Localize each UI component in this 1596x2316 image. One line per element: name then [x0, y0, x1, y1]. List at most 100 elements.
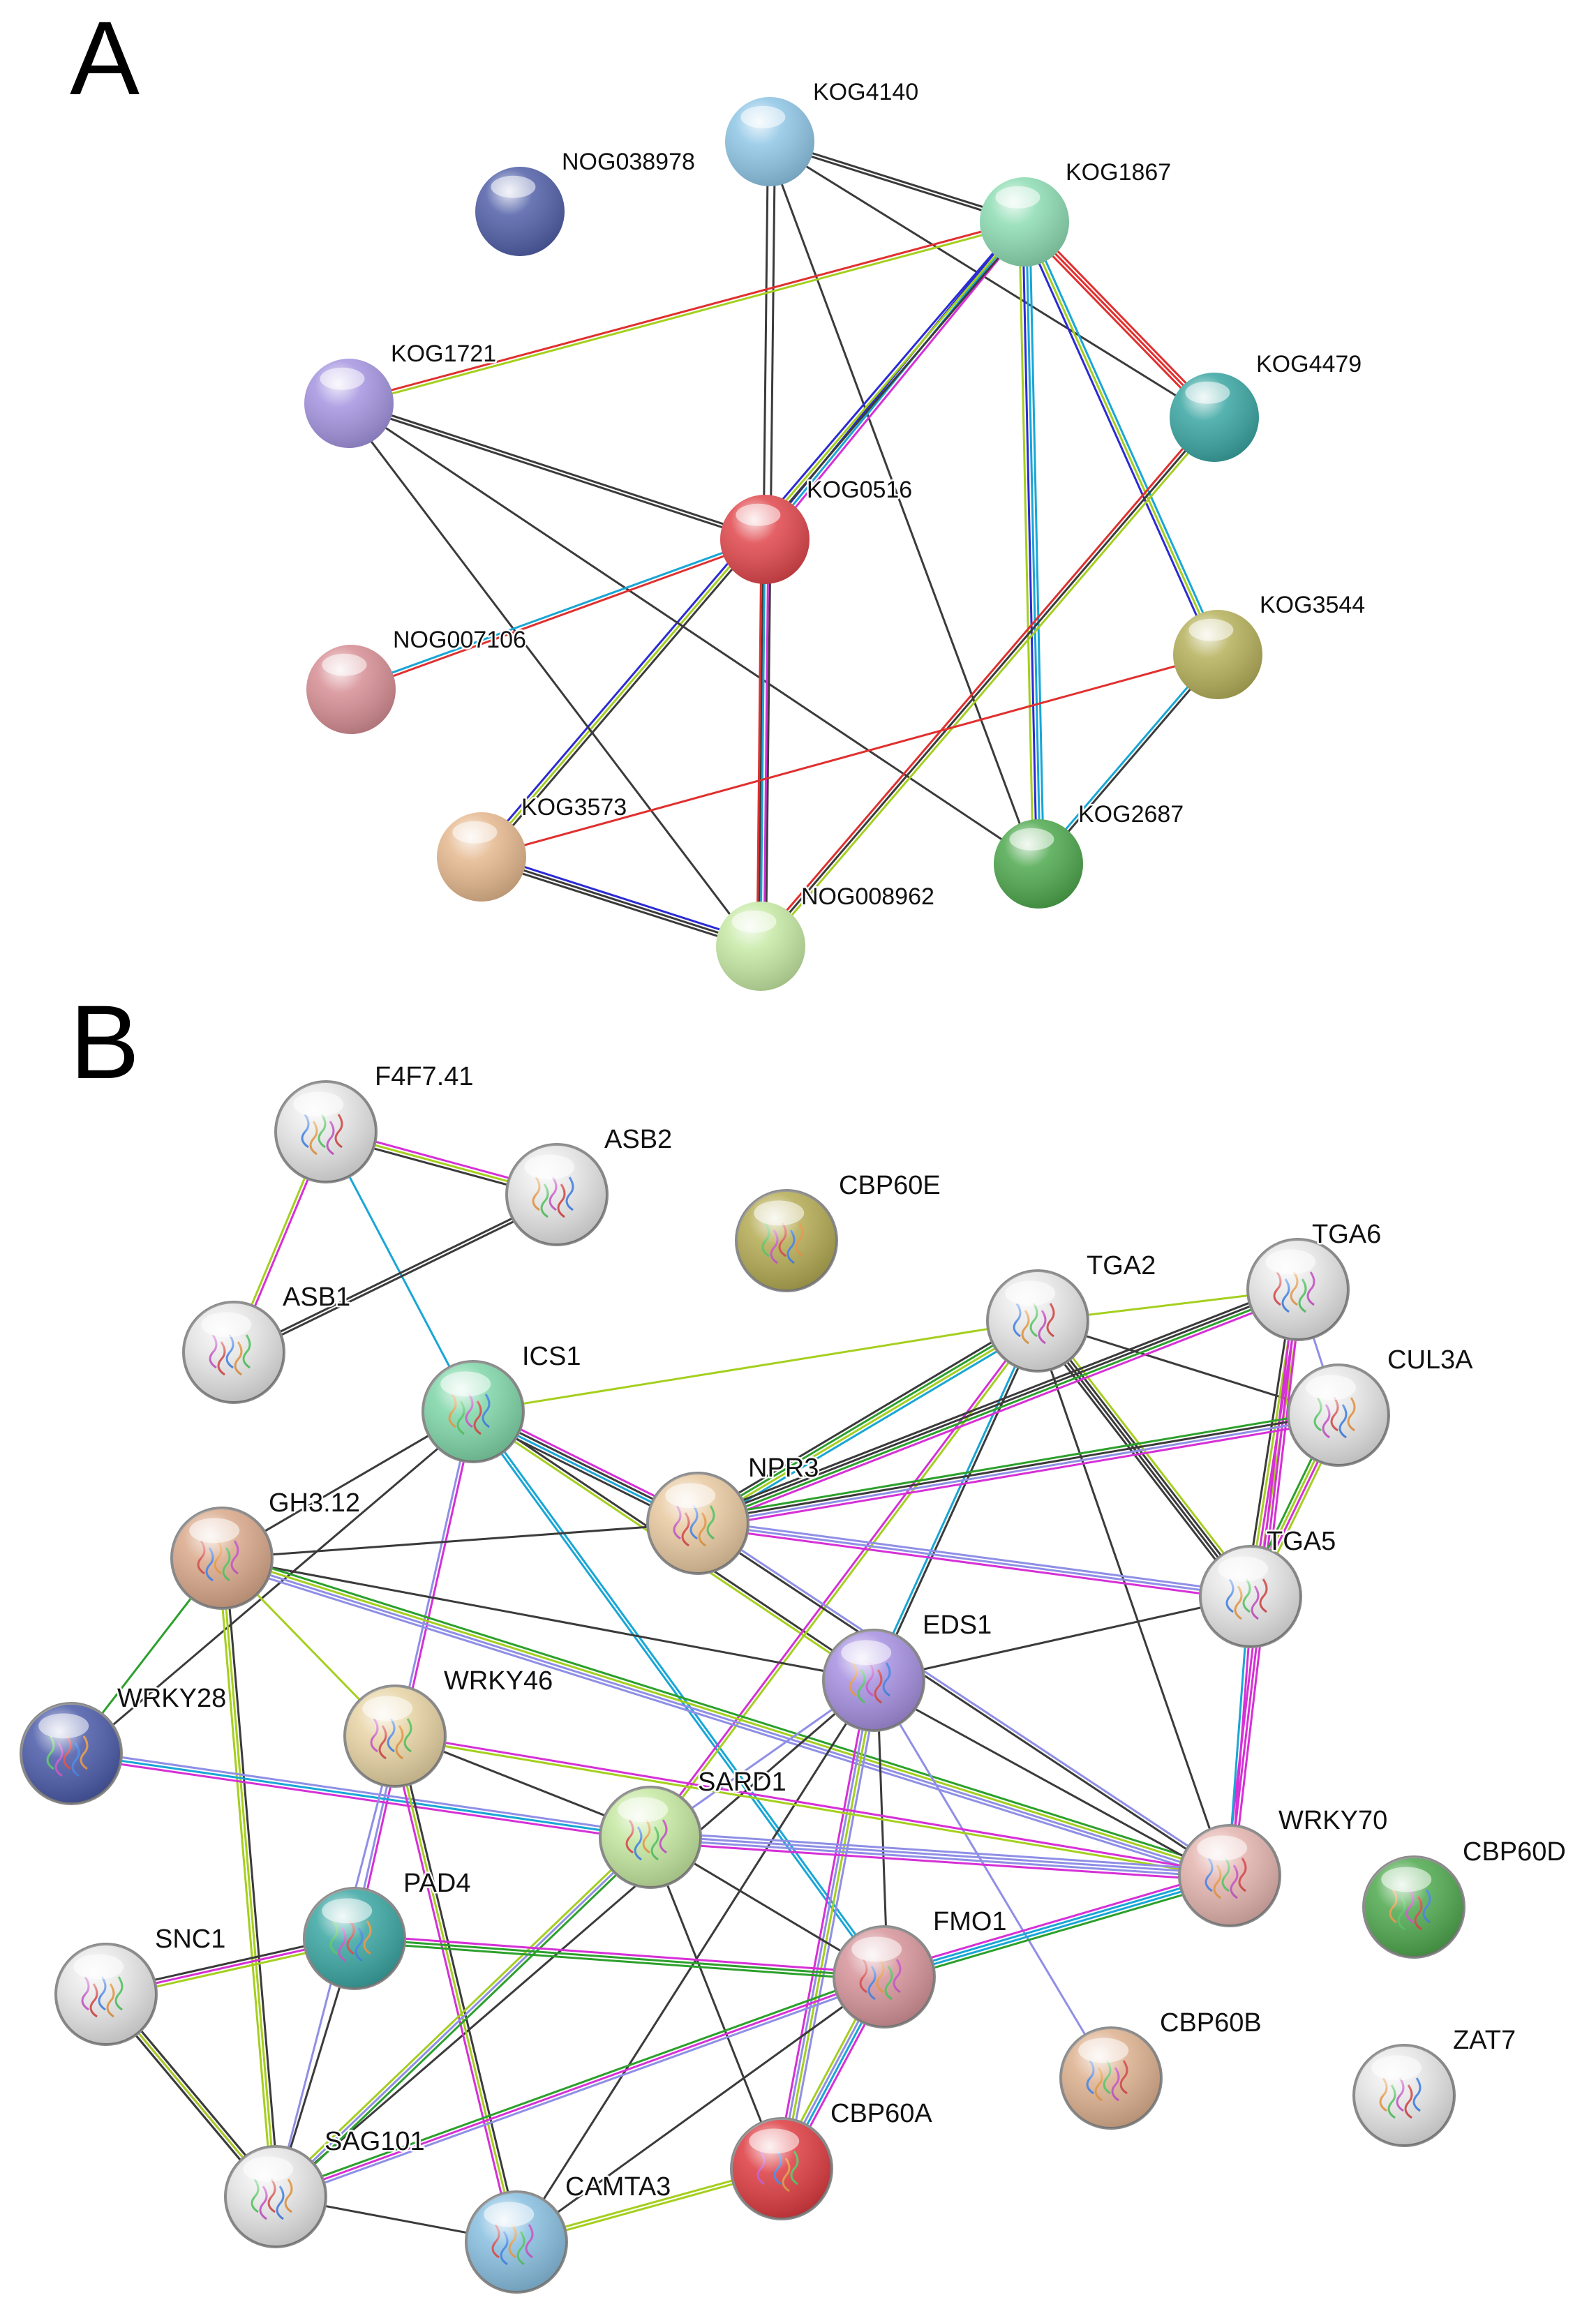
node-tga2[interactable]: TGA2 — [986, 1250, 1158, 1373]
node-camta3[interactable]: CAMTA3 — [465, 2171, 673, 2294]
edge-KOG1867-KOG4479 — [1021, 218, 1218, 421]
node-gh3-12[interactable]: GH3.12 — [170, 1487, 361, 1610]
edge-WRKY70-SNC1 — [105, 1871, 1230, 2000]
node-highlight — [731, 910, 777, 933]
node-cul3a[interactable]: CUL3A — [1287, 1344, 1475, 1467]
node-kog4479[interactable]: KOG4479 — [1170, 350, 1364, 462]
edge-line — [520, 211, 765, 539]
node-snc1[interactable]: SNC1 — [54, 1923, 228, 2046]
edge-ICS1-TGA2 — [472, 1320, 1038, 1413]
node-highlight — [740, 105, 786, 128]
node-highlight — [749, 2128, 800, 2154]
node-nog007106[interactable]: NOG007106 — [306, 625, 528, 734]
edge-line — [348, 402, 1039, 865]
edge-TGA2-WRKY70 — [1033, 1322, 1228, 1878]
edge-line — [872, 1680, 1112, 2079]
edge-line — [1021, 223, 1213, 421]
edge-line — [763, 539, 770, 947]
edge-WRKY70-PAD4 — [354, 1871, 1230, 1944]
node-highlight — [1185, 381, 1230, 404]
node-f4f7-41[interactable]: F4F7.41 — [274, 1061, 475, 1183]
edge-line — [482, 852, 762, 944]
node-label: CBP60B — [1160, 2008, 1262, 2038]
node-highlight — [995, 186, 1041, 209]
node-nog008962[interactable]: NOG008962 — [716, 882, 936, 991]
edge-line — [232, 1190, 555, 1347]
node-kog3573[interactable]: KOG3573 — [437, 793, 629, 902]
edge-line — [349, 222, 1026, 406]
node-label: NOG007106 — [393, 627, 526, 653]
node-ics1[interactable]: ICS1 — [422, 1340, 583, 1463]
node-sag101[interactable]: SAG101 — [224, 2126, 426, 2248]
edge-TGA2-TGA5 — [1032, 1317, 1256, 1601]
node-kog0516[interactable]: KOG0516 — [720, 475, 914, 584]
edge-line — [70, 1752, 651, 1839]
edge-line — [761, 222, 1024, 946]
edge-line — [759, 539, 766, 947]
node-label: ICS1 — [522, 1342, 581, 1371]
node-cbp60d[interactable]: CBP60D — [1362, 1836, 1567, 1959]
edge-line — [646, 1839, 777, 2171]
node-wrky28[interactable]: WRKY28 — [20, 1682, 228, 1805]
edge-line — [223, 1552, 1232, 1872]
edge-WRKY46-WRKY70 — [394, 1733, 1230, 1878]
edge-line — [220, 1562, 1229, 1882]
node-sard1[interactable]: SARD1 — [599, 1766, 788, 1889]
edge-line — [395, 1733, 1230, 1876]
edge-line — [1038, 1319, 1253, 1597]
edge-line — [481, 653, 1218, 858]
node-label: KOG1867 — [1066, 159, 1171, 186]
edge-line — [224, 1557, 281, 2197]
edge-line — [481, 856, 761, 948]
edge-line — [756, 539, 763, 946]
panel-b-letter: B — [70, 983, 140, 1100]
node-wrky70[interactable]: WRKY70 — [1178, 1805, 1389, 1927]
edge-line — [519, 215, 1214, 421]
edge-KOG3573-NOG008962 — [480, 852, 762, 951]
node-fmo1[interactable]: FMO1 — [833, 1906, 1008, 2029]
node-kog2687[interactable]: KOG2687 — [994, 800, 1186, 909]
node-cbp60a[interactable]: CBP60A — [730, 2098, 934, 2220]
node-cbp60b[interactable]: CBP60B — [1059, 2007, 1263, 2130]
edge-line — [1024, 221, 1041, 864]
edge-line — [349, 405, 1214, 419]
node-kog1867[interactable]: KOG1867 — [980, 158, 1173, 267]
edge-line — [885, 1879, 1232, 1983]
node-pad4[interactable]: PAD4 — [303, 1867, 472, 1990]
node-label: TGA5 — [1267, 1527, 1336, 1556]
node-asb2[interactable]: ASB2 — [505, 1123, 674, 1246]
edge-line — [349, 402, 1214, 416]
node-tga6[interactable]: TGA6 — [1246, 1218, 1383, 1341]
edge-line — [355, 1934, 885, 1975]
node-zat7[interactable]: ZAT7 — [1352, 2024, 1518, 2147]
node-npr3[interactable]: NPR3 — [646, 1452, 821, 1575]
node-tga5[interactable]: TGA5 — [1199, 1525, 1338, 1648]
edge-line — [106, 1874, 1230, 1993]
node-highlight — [322, 1898, 373, 1924]
edge-line — [351, 539, 766, 692]
edge-line — [390, 1736, 514, 2243]
node-kog4140[interactable]: KOG4140 — [725, 77, 920, 186]
edge-KOG0516-KOG3544 — [765, 539, 1218, 655]
edge-line — [275, 1679, 874, 2198]
edge-KOG1867-KOG1721 — [348, 219, 1026, 406]
edge-NPR3-WRKY70 — [696, 1521, 1232, 1878]
edge-line — [757, 414, 1213, 945]
node-highlight — [452, 821, 498, 844]
node-highlight — [1188, 618, 1234, 641]
node-eds1[interactable]: EDS1 — [822, 1609, 994, 1732]
node-wrky46[interactable]: WRKY46 — [343, 1665, 555, 1788]
node-label: SAG101 — [325, 2127, 425, 2156]
node-label: KOG0516 — [807, 477, 912, 503]
node-cbp60e[interactable]: CBP60E — [735, 1170, 942, 1292]
node-label: FMO1 — [933, 1907, 1007, 1936]
node-kog3544[interactable]: KOG3544 — [1173, 590, 1367, 699]
node-kog1721[interactable]: KOG1721 — [304, 339, 498, 448]
node-asb1[interactable]: ASB1 — [182, 1281, 352, 1404]
edge-ICS1-PAD4 — [352, 1411, 476, 1939]
node-label: KOG4479 — [1256, 351, 1362, 378]
edge-line — [765, 142, 1036, 866]
edge-FMO1-CAMTA3 — [516, 1975, 885, 2243]
node-nog038978[interactable]: NOG038978 — [475, 147, 696, 256]
